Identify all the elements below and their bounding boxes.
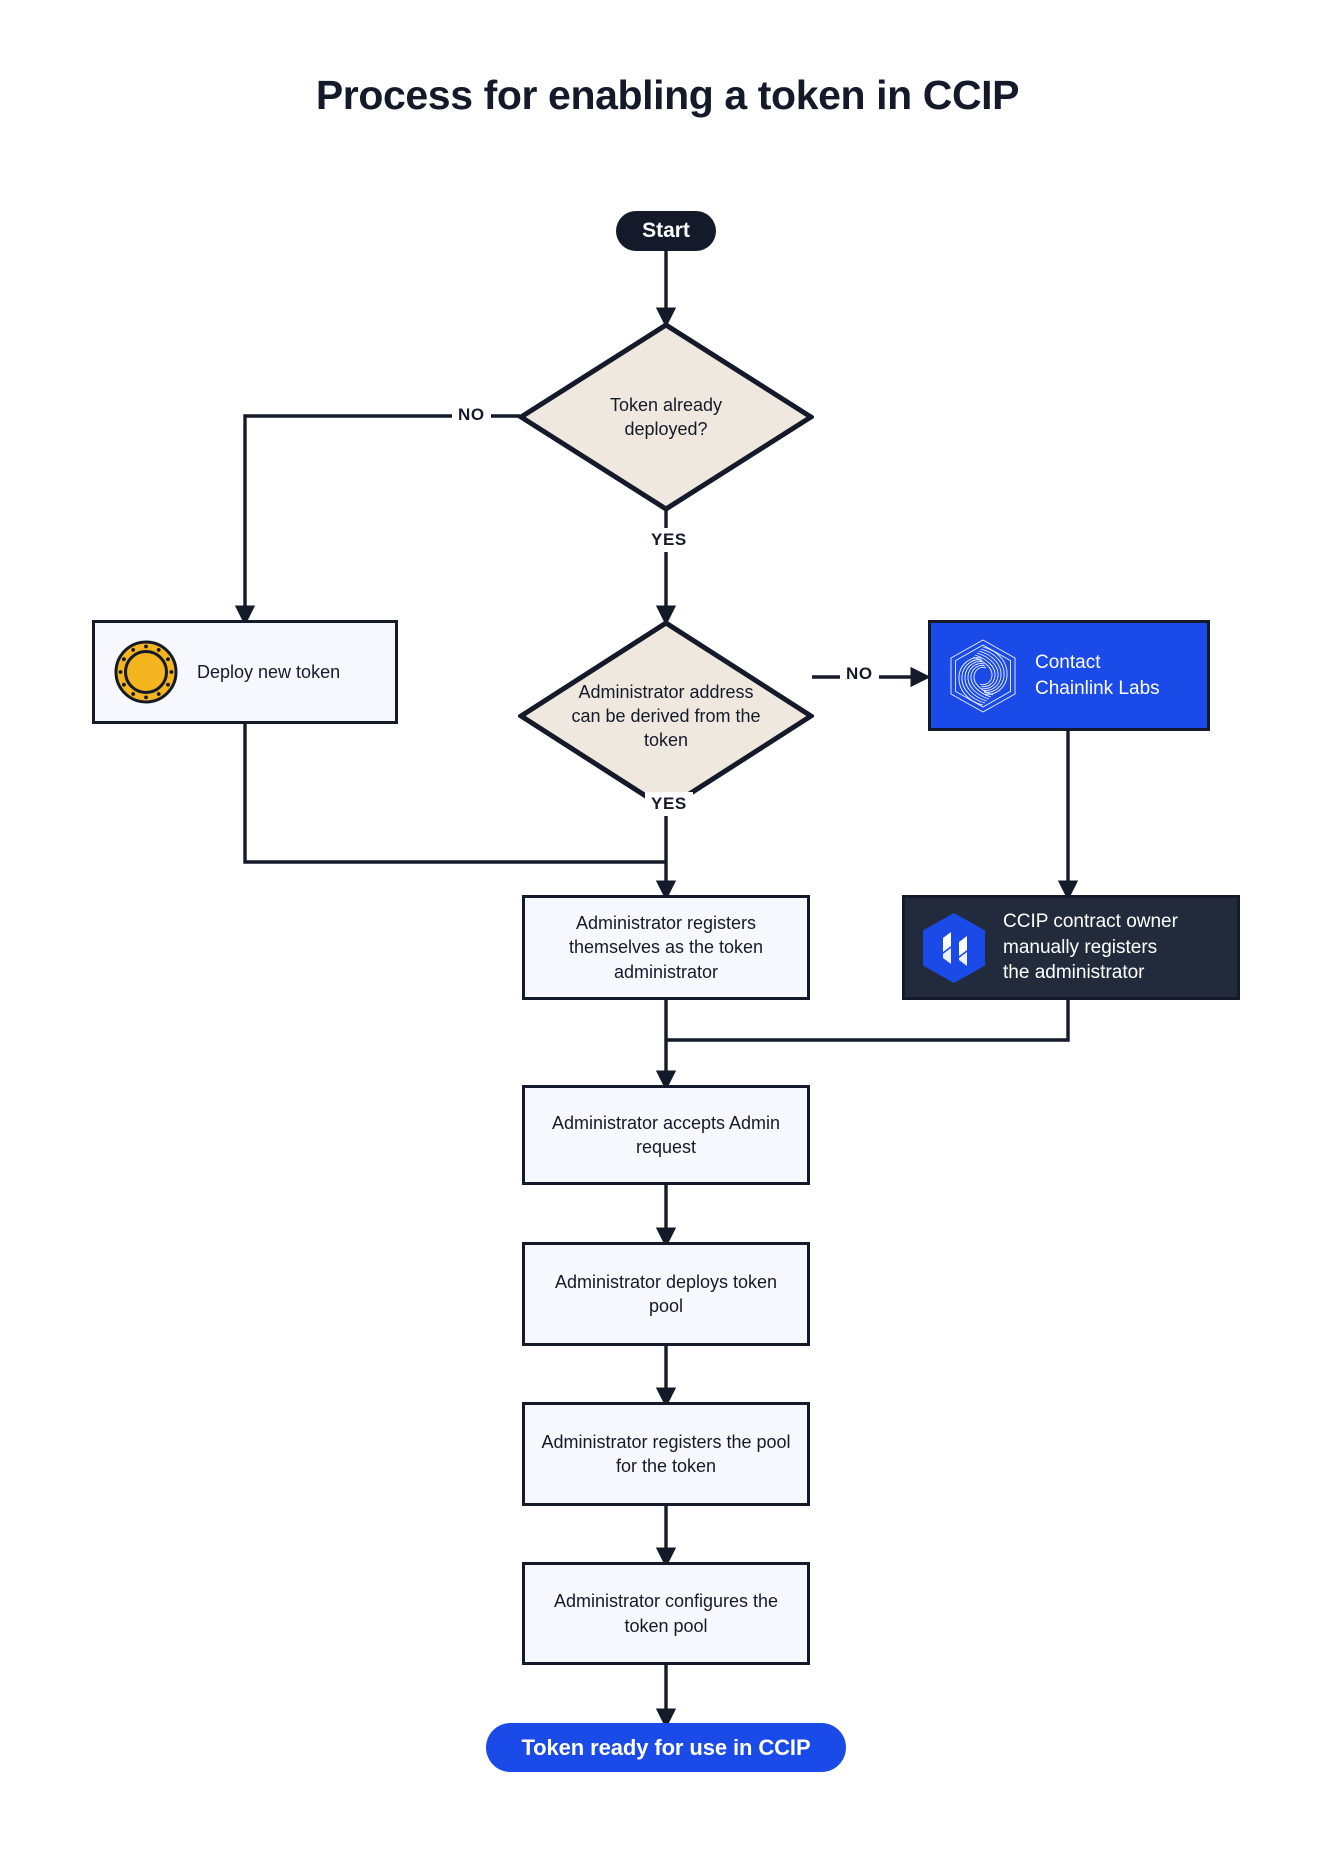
node-start-label: Start bbox=[642, 219, 690, 242]
coin-icon bbox=[114, 640, 178, 704]
node-admin-registers-self[interactable]: Administrator registers themselves as th… bbox=[522, 895, 810, 1000]
edge-ccip-owner-to-trunk bbox=[666, 1000, 1070, 1042]
node-admin-registers-pool[interactable]: Administrator registers the pool for the… bbox=[522, 1402, 810, 1506]
node-end-token-ready-label: Token ready for use in CCIP bbox=[521, 1734, 811, 1760]
node-end-token-ready[interactable]: Token ready for use in CCIP bbox=[486, 1723, 846, 1772]
chainlink-logo-icon bbox=[950, 638, 1016, 713]
ccip-logo-icon bbox=[923, 912, 985, 983]
node-ccip-owner-registers-label: CCIP contract owner manually registers t… bbox=[1003, 911, 1178, 984]
page-title: Process for enabling a token in CCIP bbox=[315, 72, 1020, 118]
node-admin-registers-self-label: Administrator registers themselves as th… bbox=[568, 913, 764, 982]
node-start[interactable]: Start bbox=[616, 211, 716, 251]
node-admin-deploys-pool-label: Administrator deploys token pool bbox=[554, 1271, 778, 1316]
node-contact-chainlink-labs-label: Contact Chainlink Labs bbox=[1035, 651, 1160, 699]
edge-label-deployed-no: NO bbox=[452, 403, 491, 427]
edge-label-derived-yes: YES bbox=[645, 792, 693, 816]
node-admin-configures-pool[interactable]: Administrator configures the token pool bbox=[522, 1562, 810, 1665]
node-admin-deploys-pool[interactable]: Administrator deploys token pool bbox=[522, 1242, 810, 1346]
node-admin-accepts-request[interactable]: Administrator accepts Admin request bbox=[522, 1085, 810, 1185]
node-decision-admin-derived[interactable]: Administrator address can be derived fro… bbox=[518, 620, 814, 812]
edge-label-derived-no: NO bbox=[840, 662, 879, 686]
node-ccip-owner-registers[interactable]: CCIP contract owner manually registers t… bbox=[902, 895, 1240, 1000]
node-admin-accepts-request-label: Administrator accepts Admin request bbox=[551, 1112, 781, 1157]
edge-decision-deployed-no bbox=[234, 414, 520, 626]
diamond-shape bbox=[518, 620, 814, 812]
edge-deploy-token-to-trunk bbox=[243, 724, 666, 864]
node-admin-configures-pool-label: Administrator configures the token pool bbox=[553, 1591, 779, 1636]
diamond-shape bbox=[518, 322, 814, 512]
node-decision-token-deployed[interactable]: Token already deployed? bbox=[518, 322, 814, 512]
node-admin-registers-pool-label: Administrator registers the pool for the… bbox=[541, 1431, 791, 1476]
edge-label-deployed-yes: YES bbox=[645, 528, 693, 552]
node-deploy-new-token-label: Deploy new token bbox=[197, 661, 341, 682]
node-contact-chainlink-labs[interactable]: Contact Chainlink Labs bbox=[928, 620, 1210, 731]
node-deploy-new-token[interactable]: Deploy new token bbox=[92, 620, 398, 724]
